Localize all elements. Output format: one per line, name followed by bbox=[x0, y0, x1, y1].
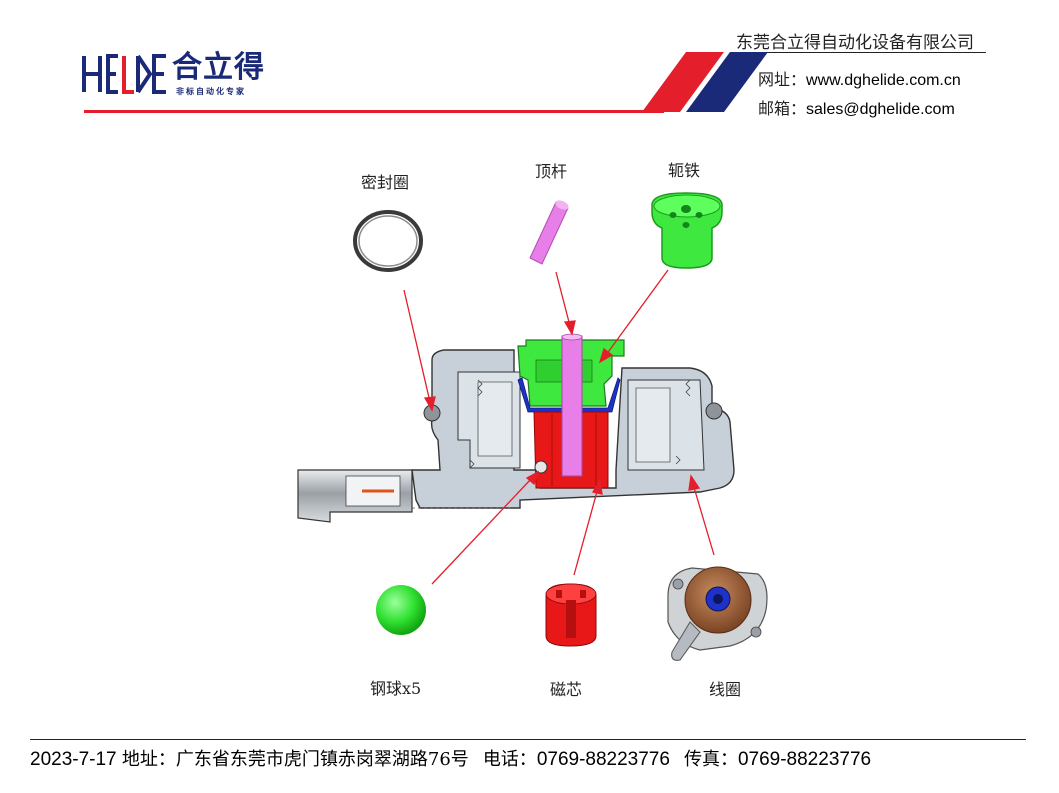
header-stripes-graphic bbox=[642, 52, 768, 112]
label-yoke: 轭铁 bbox=[668, 161, 701, 180]
footer-date: 2023-7-17 bbox=[30, 749, 117, 770]
label-seal-ring: 密封圈 bbox=[361, 173, 410, 192]
label-push-rod: 顶杆 bbox=[535, 162, 568, 181]
fax-label: 传真： bbox=[683, 749, 738, 770]
phone-label: 电话： bbox=[482, 749, 537, 770]
leader-arrows bbox=[403, 269, 715, 585]
footer-info: 2023-7-17 地址：广东省东莞市虎门镇赤岗翠湖路76号电话：0769-88… bbox=[30, 745, 871, 771]
assembly-cross-section bbox=[297, 333, 735, 523]
coil-part bbox=[667, 566, 768, 661]
company-name: 东莞合立得自动化设备有限公司 bbox=[736, 33, 974, 53]
yoke-part bbox=[651, 192, 723, 269]
seal-ring-part bbox=[353, 210, 423, 272]
push-rod-part bbox=[529, 200, 569, 265]
label-magnetic-core: 磁芯 bbox=[550, 680, 583, 699]
footer-divider bbox=[30, 739, 1026, 740]
label-coil: 线圈 bbox=[709, 680, 742, 699]
email-label: 邮箱： bbox=[758, 99, 807, 118]
website-label: 网址： bbox=[758, 70, 807, 89]
email-link[interactable]: sales@dghelide.com bbox=[806, 101, 955, 118]
label-steel-ball: 钢球x5 bbox=[370, 679, 422, 698]
logo-chinese-name: 合立得 bbox=[172, 50, 265, 85]
logo-letters-graphic bbox=[82, 54, 166, 94]
website-link[interactable]: www.dghelide.com.cn bbox=[806, 72, 961, 89]
email-line: 邮箱：sales@dghelide.com bbox=[758, 95, 955, 119]
magnetic-core-part bbox=[545, 583, 597, 647]
logo-tagline: 非标自动化专家 bbox=[176, 87, 246, 96]
address-value: 广东省东莞市虎门镇赤岗翠湖路76号 bbox=[175, 749, 469, 770]
fax-value: 0769-88223776 bbox=[737, 749, 872, 770]
header-red-line bbox=[84, 110, 664, 113]
steel-ball-part bbox=[376, 585, 426, 635]
address-label: 地址： bbox=[121, 749, 176, 770]
company-underline bbox=[736, 52, 986, 53]
phone-value: 0769-88223776 bbox=[536, 749, 670, 770]
website-line: 网址：www.dghelide.com.cn bbox=[758, 66, 961, 90]
